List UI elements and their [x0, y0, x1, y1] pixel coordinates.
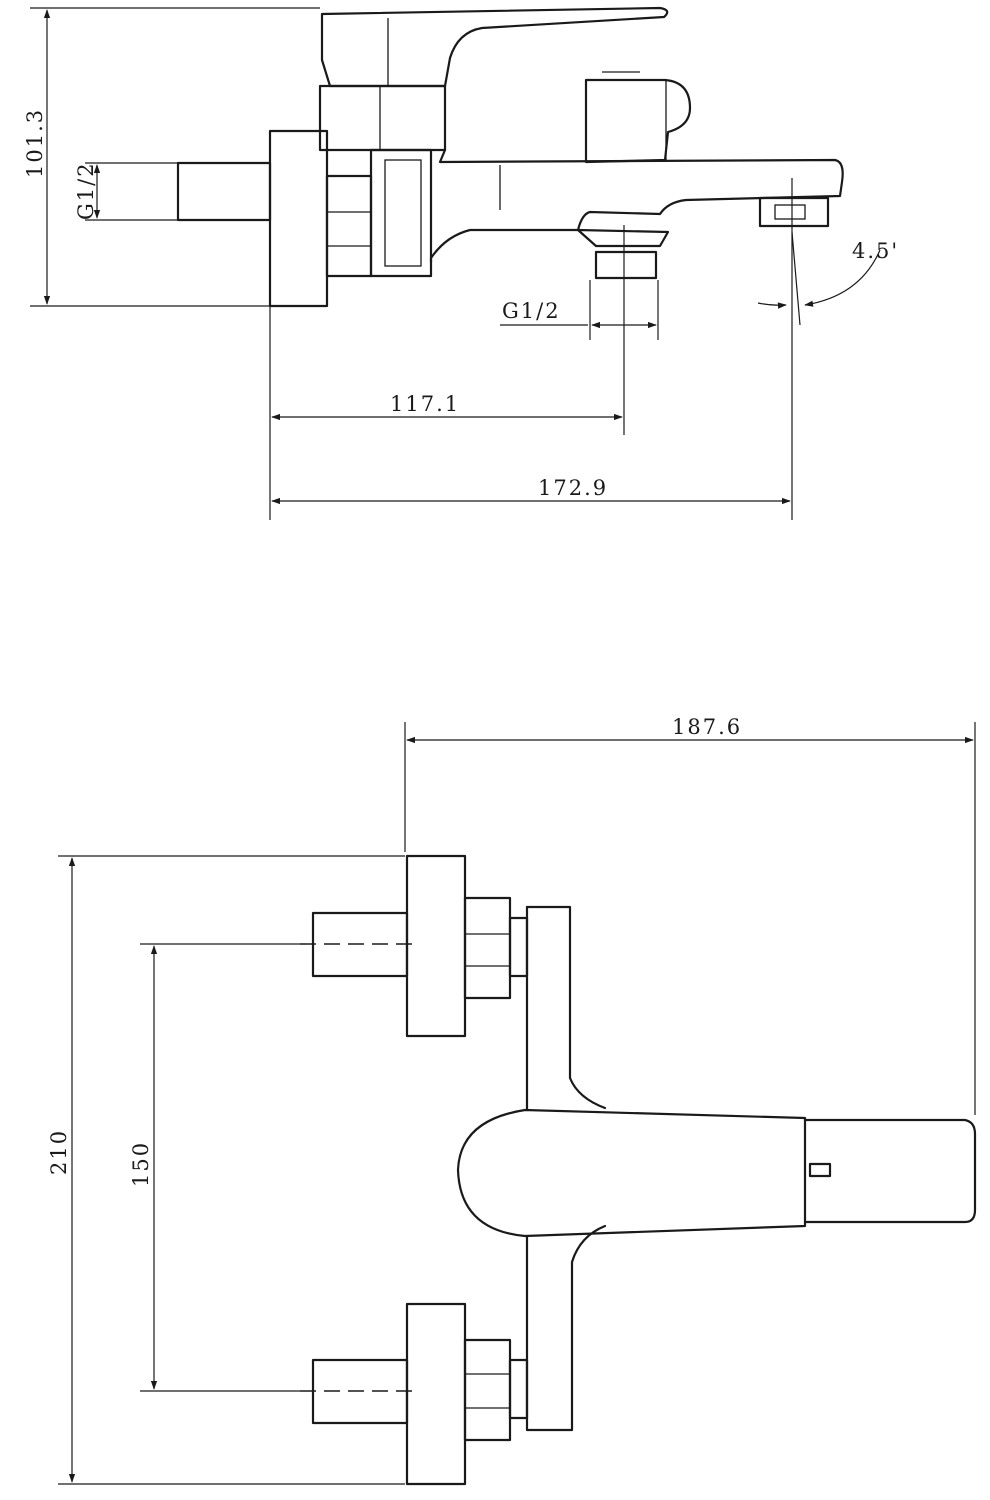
total-width-label: 210 — [47, 1129, 71, 1175]
inlet-centers-label: 150 — [129, 1141, 153, 1187]
spout-reach-label: 172.9 — [538, 476, 608, 500]
spout-angle-dimension: 4.5' — [757, 231, 899, 326]
inlet-thread-dimension: G1/2 — [74, 161, 178, 221]
bottom-view: 187.6 210 150 — [47, 715, 977, 1486]
inlet-centers-dimension: 150 — [129, 943, 300, 1392]
height-dimension: 101.3 — [23, 7, 320, 307]
inlet-thread-label: G1/2 — [74, 161, 98, 220]
spout-angle-label: 4.5' — [852, 239, 899, 263]
outlet-distance-dimension: 117.1 — [269, 225, 625, 520]
total-depth-dimension: 187.6 — [404, 715, 976, 1115]
faucet-plan-profile — [300, 854, 977, 1486]
outlet-distance-label: 117.1 — [390, 392, 460, 416]
height-label: 101.3 — [23, 108, 47, 178]
total-depth-label: 187.6 — [672, 715, 742, 739]
total-width-dimension: 210 — [47, 855, 405, 1485]
outlet-thread-label: G1/2 — [502, 299, 561, 323]
top-view: 101.3 G1/2 G1/2 117.1 172.9 — [23, 6, 899, 520]
outlet-thread-dimension: G1/2 — [500, 280, 659, 340]
faucet-side-profile — [176, 6, 844, 308]
